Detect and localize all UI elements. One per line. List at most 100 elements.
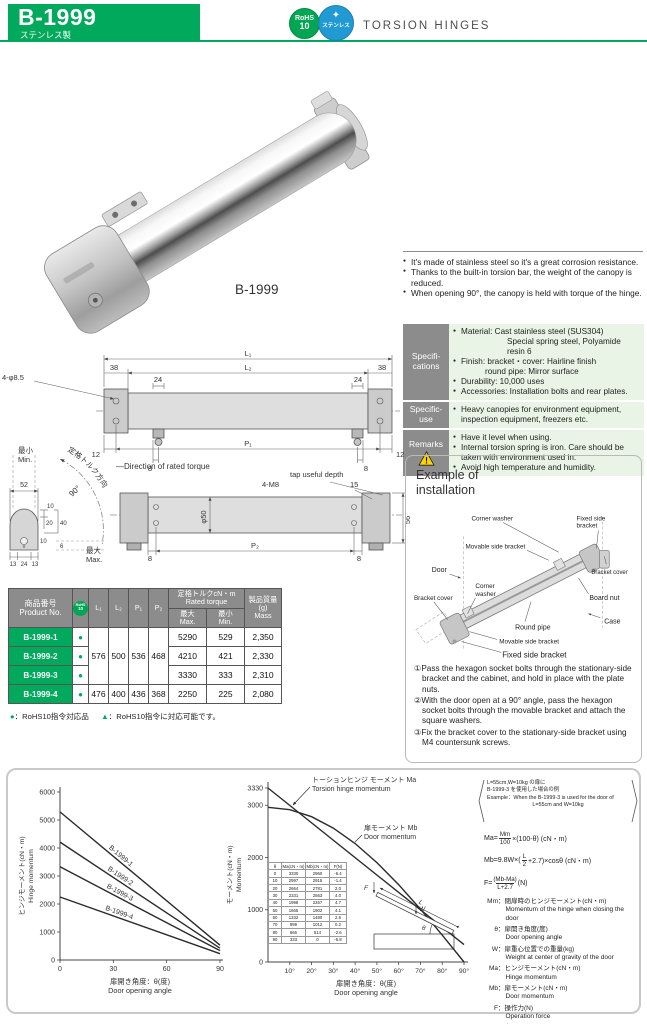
chart-text: 5000 bbox=[39, 818, 55, 825]
spec-item: ● Accessories: Installation bolts and rea… bbox=[453, 387, 640, 397]
min-label-en: Min. bbox=[18, 455, 32, 464]
product-code: B-1999 bbox=[18, 4, 97, 30]
momentum-comparison-chart: 0100020003000333010°20°30°40°50°60°70°80… bbox=[226, 776, 469, 997]
label-corner-washer: Corner washer bbox=[471, 516, 513, 523]
dim-label: 24 bbox=[354, 375, 362, 384]
cell-product-no: B-1999-1 bbox=[8, 627, 73, 648]
step-3: ③Fix the bracket cover to the stationary… bbox=[414, 727, 627, 747]
rohs-dot-icon: ● bbox=[10, 712, 15, 721]
definition-term: W bbox=[491, 945, 498, 953]
spec-text: Durability: 10,000 uses bbox=[461, 377, 545, 386]
spec-item: ●Avoid high temperature and humidity. bbox=[453, 463, 640, 473]
chart-text: 80° bbox=[437, 967, 448, 975]
feature-item: ●Thanks to the built-in torsion bar, the… bbox=[403, 267, 644, 288]
stainless-badge-icon: ✦ ステンレス bbox=[318, 5, 354, 41]
definition-jp: 閉扉時のヒンジモーメント(cN・m) bbox=[504, 897, 607, 905]
chart-text: 2000 bbox=[247, 855, 263, 862]
mini-table-cell: 4.0 bbox=[329, 891, 347, 900]
mini-table-cell: 0.2 bbox=[329, 920, 347, 930]
label-board-nut: Board nut bbox=[589, 595, 619, 602]
cell-min: 421 bbox=[206, 646, 245, 667]
mini-table-cell: 2.0 bbox=[329, 884, 347, 893]
step-1: ①Pass the hexagon socket bolts through t… bbox=[414, 664, 632, 694]
chart-text: 0 bbox=[51, 958, 55, 965]
table-header-row: 商品番号 Product No. RoHS 10 L₁ L₂ P₁ P₂ 定格ト… bbox=[8, 587, 282, 629]
chart-line bbox=[59, 811, 221, 946]
rohs-mini-icon: RoHS 10 bbox=[73, 600, 88, 616]
definition-row: Mm：閉扉時のヒンジモーメント(cN・m)Momentum of the hin… bbox=[480, 898, 638, 923]
spec-text: Accessories: Installation bolts and rear… bbox=[461, 387, 628, 396]
chart-text: 0 bbox=[58, 966, 62, 973]
stainless-badge-text: ステンレス bbox=[322, 23, 350, 29]
spec-item: round pipe: Mirror surface bbox=[453, 367, 640, 377]
mini-table-cell: 90 bbox=[268, 935, 282, 944]
mini-table-header: θ bbox=[268, 861, 282, 871]
feature-text: Thanks to the built-in torsion bar, the … bbox=[411, 267, 632, 288]
bullet-icon: ● bbox=[453, 464, 457, 470]
spec-text: Finish: bracket・cover: Hairline finish bbox=[461, 357, 597, 366]
cell-mass: 2,330 bbox=[244, 646, 282, 667]
cell-p2: 468 bbox=[148, 627, 169, 686]
cell-max: 2250 bbox=[168, 684, 207, 705]
mini-table-cell: 2.6 bbox=[329, 913, 347, 922]
label-case: Case bbox=[604, 619, 620, 626]
bullet-icon: ● bbox=[453, 388, 457, 394]
definition-term: Ma bbox=[488, 965, 498, 973]
definition-jp: 扉モーメント(cN・m) bbox=[504, 984, 568, 992]
chart-line bbox=[59, 896, 221, 955]
example-note: L=55cm,W=10kg の扉に B-1999-3 を使用した場合の例 Exa… bbox=[478, 779, 638, 823]
cell-product-no: B-1999-4 bbox=[8, 684, 73, 705]
col-header-rohs: RoHS 10 bbox=[72, 587, 89, 629]
mini-table-header: Mb(cN・m) bbox=[305, 861, 330, 871]
mini-table-cell: 80 bbox=[268, 928, 282, 937]
header-accent-rule bbox=[0, 40, 647, 42]
example-note-text: L=55cm,W=10kg の扉に B-1999-3 を使用した場合の例 Exa… bbox=[487, 780, 614, 808]
drawing-section-view: 最小 Min. 最大 Max. 90° 定格トルク方向 52 13 24 13 … bbox=[9, 444, 110, 568]
drawing-top-view: L₁ L₂ 38 38 24 24 4-φ8.5 12 12 P₁ 8 8 bbox=[2, 349, 404, 473]
dim-label: 8 bbox=[148, 464, 152, 473]
chart-text: 60 bbox=[163, 966, 171, 973]
label-movable-side-bracket: Movable side bracket bbox=[466, 543, 526, 550]
spec-content: ●Material: Cast stainless steel (SUS304)… bbox=[449, 324, 644, 400]
spec-text: round pipe: Mirror surface bbox=[485, 367, 579, 376]
feature-item: ●It's made of stainless steel so it's a … bbox=[403, 257, 644, 267]
spec-content: ●Heavy canopies for environment equipmen… bbox=[449, 402, 644, 428]
dim-label: 52 bbox=[20, 482, 28, 489]
rohs-dot-icon: ● bbox=[72, 627, 89, 648]
dim-label: 56 bbox=[403, 516, 412, 524]
table-row: B-1999-3 ● 3330 333 2,310 bbox=[8, 665, 282, 686]
dim-label: 8 bbox=[148, 554, 152, 563]
mini-table-cell: 0 bbox=[268, 869, 282, 878]
header-text-jp: 商品番号 bbox=[24, 598, 57, 608]
door-diagram bbox=[372, 882, 460, 950]
photo-caption: B-1999 bbox=[235, 282, 279, 297]
chart-text: 90 bbox=[216, 966, 224, 973]
cell-max: 5290 bbox=[168, 627, 207, 648]
mini-table-cell: 50 bbox=[268, 906, 282, 915]
cell-l1: 476 bbox=[88, 684, 109, 705]
dim-label: L₂ bbox=[244, 363, 251, 372]
dim-label: 40 bbox=[60, 521, 67, 527]
cell-l2: 500 bbox=[108, 627, 129, 686]
rohs-dot-icon: ● bbox=[72, 684, 89, 705]
cell-p1: 536 bbox=[128, 627, 149, 686]
mini-table-cell: 30 bbox=[268, 891, 282, 900]
chart-text: 50° bbox=[372, 967, 383, 975]
chart-text: 3000 bbox=[247, 803, 263, 810]
cell-p1: 436 bbox=[128, 684, 149, 705]
mini-table-cell: 2267 bbox=[305, 898, 330, 908]
label-fixed-side-bracket: bracket bbox=[577, 522, 598, 529]
technical-drawings: L₁ L₂ 38 38 24 24 4-φ8.5 12 12 P₁ 8 8 bbox=[2, 349, 412, 568]
chart-line bbox=[292, 786, 311, 806]
cell-l2: 400 bbox=[108, 684, 129, 705]
spec-item: ●Have it level when using. bbox=[453, 433, 640, 443]
mini-table-cell: 60 bbox=[268, 913, 282, 922]
series-label: B-1999-1 bbox=[107, 845, 134, 869]
cell-product-no: B-1999-3 bbox=[8, 665, 73, 686]
bullet-icon: ● bbox=[453, 406, 457, 412]
mini-table-cell: 40 bbox=[268, 898, 282, 908]
mini-table-cell: 666 bbox=[281, 928, 306, 937]
dim-label: 20 bbox=[46, 521, 53, 527]
